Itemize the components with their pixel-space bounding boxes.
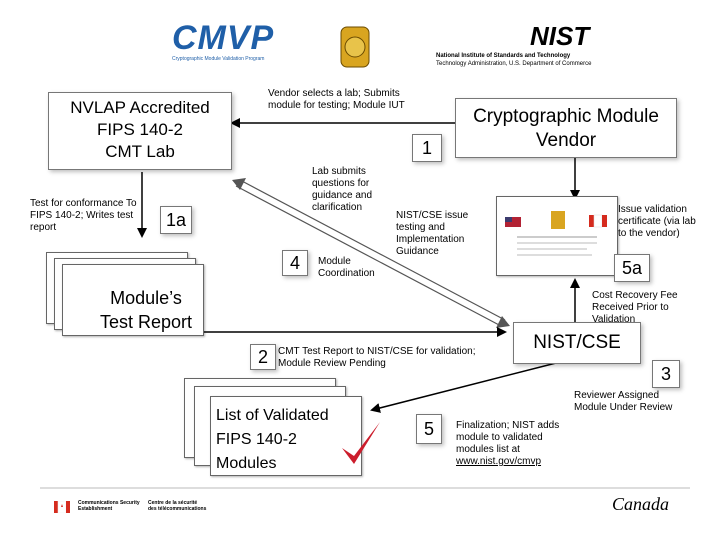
step-4: 4 xyxy=(282,250,308,276)
canada-wordmark: Canada xyxy=(612,494,670,514)
label-cmt-report: CMT Test Report to NIST/CSE for validati… xyxy=(278,346,476,369)
list-page-front xyxy=(210,396,362,476)
nist-caption: National Institute of Standards and Tech… xyxy=(436,52,696,68)
lab-title-line1: NVLAP Accredited xyxy=(70,98,210,117)
step-5a: 5a xyxy=(614,254,650,282)
label-vendor-selects: Vendor selects a lab; Submits module for… xyxy=(268,88,405,111)
validated-list-line2: FIPS 140-2 xyxy=(216,431,297,448)
arrow-nist-to-list xyxy=(370,361,561,413)
cse-name-en: Communications Security Establishment xyxy=(78,500,140,512)
cmvp-logo-text: CMVP xyxy=(172,19,275,57)
canada-flag-icon xyxy=(54,500,70,514)
lab-title-line3: CMT Lab xyxy=(105,142,175,161)
vendor-box: Cryptographic Module Vendor xyxy=(455,98,677,158)
nist-cse-box: NIST/CSE xyxy=(513,322,641,364)
cse-en-line1: Communications Security xyxy=(78,500,140,506)
nist-cse-title: NIST/CSE xyxy=(533,332,621,353)
validated-list-title: List of Validated FIPS 140-2 Modules xyxy=(216,404,366,476)
test-report-title: Module’s Test Report xyxy=(76,286,216,334)
nist-caption-line2: Technology Administration, U.S. Departme… xyxy=(436,61,592,67)
cmvp-tagline: Cryptographic Module Validation Program xyxy=(172,56,265,62)
certificate-image xyxy=(496,196,618,276)
vendor-title-line1: Cryptographic Module xyxy=(473,106,659,127)
checkmark-icon xyxy=(338,418,384,475)
nist-logo: NIST xyxy=(530,22,590,50)
label-finalization: Finalization; NIST adds module to valida… xyxy=(456,420,576,468)
label-module-coordination: Module Coordination xyxy=(318,256,375,279)
label-nist-issue: NIST/CSE issue testing and Implementatio… xyxy=(396,210,469,257)
test-report-line1: Module’s xyxy=(110,288,182,308)
nist-logo-text: NIST xyxy=(530,21,590,51)
lab-box: NVLAP Accredited FIPS 140-2 CMT Lab xyxy=(48,92,232,170)
step-3: 3 xyxy=(652,360,680,388)
step-2: 2 xyxy=(250,344,276,370)
cse-fr-line1: Centre de la sécurité xyxy=(148,500,198,506)
label-issue-certificate: Issue validation certificate (via lab to… xyxy=(618,204,696,239)
vendor-title-line2: Vendor xyxy=(535,130,597,151)
step-1a: 1a xyxy=(160,206,192,234)
step-5: 5 xyxy=(416,414,442,444)
cmvp-logo: CMVP Cryptographic Module Validation Pro… xyxy=(172,20,284,68)
label-cost-recovery: Cost Recovery Fee Received Prior to Vali… xyxy=(592,290,678,325)
report-page-front xyxy=(62,264,204,336)
label-reviewer-assigned: Reviewer Assigned Module Under Review xyxy=(574,390,673,413)
cse-fr-line2: des télécommunications xyxy=(148,506,207,512)
nist-caption-line1: National Institute of Standards and Tech… xyxy=(436,53,571,59)
cse-en-line2: Establishment xyxy=(78,506,113,512)
cse-name-fr: Centre de la sécurité des télécommunicat… xyxy=(148,500,206,512)
label-test-conformance: Test for conformance To FIPS 140-2; Writ… xyxy=(30,198,137,233)
validated-list-line1: List of Validated xyxy=(216,407,329,424)
step-1: 1 xyxy=(412,134,442,162)
lab-title-line2: FIPS 140-2 xyxy=(97,120,183,139)
nist-cmvp-link[interactable]: www.nist.gov/cmvp xyxy=(456,456,542,467)
label-lab-submits: Lab submits questions for guidance and c… xyxy=(312,166,373,213)
validated-list-line3: Modules xyxy=(216,455,277,472)
seal-icon xyxy=(338,25,372,69)
test-report-line2: Test Report xyxy=(99,312,193,332)
label-finalization-text: Finalization; NIST adds module to valida… xyxy=(456,420,560,455)
